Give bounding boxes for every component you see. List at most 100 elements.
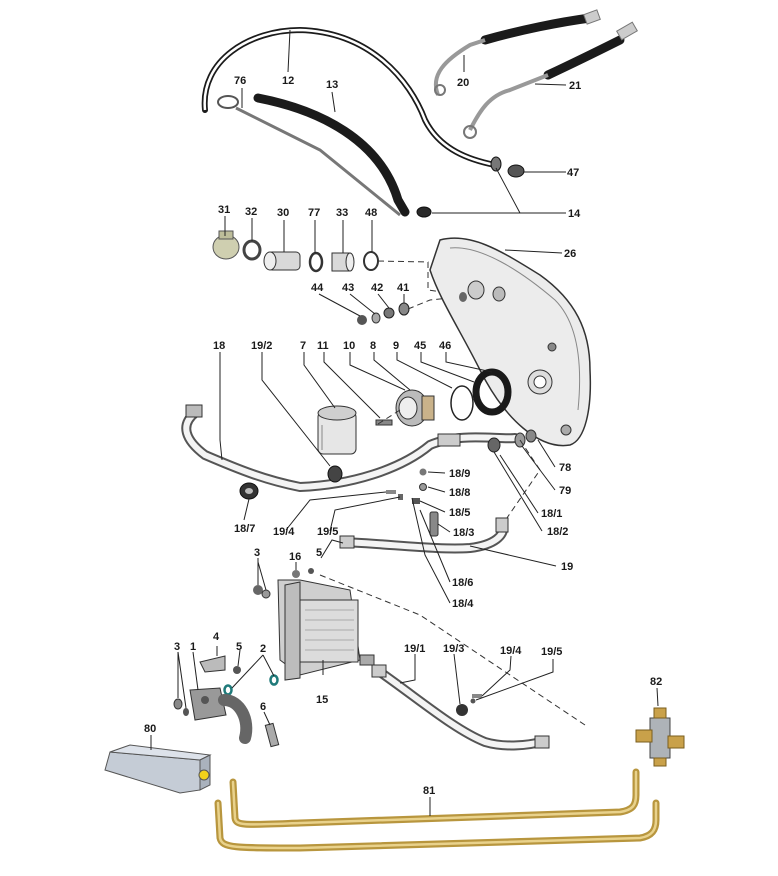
label-19-2: 19/2 — [251, 340, 272, 352]
filter-housing-8 — [395, 389, 435, 427]
nut-3a-2 — [261, 589, 271, 599]
gasket-48 — [363, 251, 379, 271]
label-18: 18 — [213, 340, 225, 352]
tube-6 — [264, 722, 280, 748]
nut-3b-2 — [183, 708, 189, 716]
label-30: 30 — [277, 207, 289, 219]
label-18-1: 18/1 — [541, 508, 562, 520]
label-19-5b: 19/5 — [541, 646, 562, 658]
bolt-19-4b — [472, 694, 482, 698]
label-3b: 3 — [174, 641, 180, 653]
part-18-8 — [419, 483, 427, 491]
label-10: 10 — [343, 340, 355, 352]
label-19-4a: 19/4 — [273, 526, 295, 538]
clamp-18-7 — [239, 482, 259, 500]
label-79: 79 — [559, 485, 571, 497]
label-44: 44 — [311, 282, 324, 294]
plate-4 — [199, 655, 226, 673]
label-19-1: 19/1 — [404, 643, 425, 655]
cooler-80 — [104, 744, 212, 794]
label-19: 19 — [561, 561, 573, 573]
label-31: 31 — [218, 204, 230, 216]
bolt-19-4a — [386, 490, 396, 494]
label-82: 82 — [650, 676, 662, 688]
dipstick-76 — [217, 95, 401, 217]
nut-3b — [173, 698, 183, 710]
thermostat-82 — [635, 707, 685, 767]
label-18-6: 18/6 — [452, 577, 473, 589]
sleeve-33 — [331, 252, 355, 272]
label-18-9: 18/9 — [449, 468, 470, 480]
label-18-2: 18/2 — [547, 526, 568, 538]
label-19-5a: 19/5 — [317, 526, 338, 538]
grommet-19-2 — [327, 465, 343, 483]
label-19-4b: 19/4 — [500, 645, 522, 657]
oil-line-19-1 — [371, 664, 550, 751]
label-11: 11 — [317, 340, 329, 352]
label-13: 13 — [326, 79, 338, 91]
washer-43 — [371, 312, 381, 324]
part-19-5a — [398, 494, 403, 500]
oil-cooler-15 — [277, 579, 375, 681]
label-1: 1 — [190, 641, 196, 653]
grommet-19-3 — [456, 704, 468, 716]
label-5a: 5 — [316, 547, 322, 559]
pump-1 — [189, 687, 253, 744]
label-16: 16 — [289, 551, 301, 563]
label-7: 7 — [300, 340, 306, 352]
label-21: 21 — [569, 80, 581, 92]
label-12: 12 — [282, 75, 294, 87]
label-76: 76 — [234, 75, 246, 87]
label-32: 32 — [245, 206, 257, 218]
label-81: 81 — [423, 785, 435, 797]
label-18-4: 18/4 — [452, 598, 474, 610]
grommet-47 — [507, 164, 525, 178]
nut-5b — [233, 666, 241, 674]
hose-13 — [253, 93, 410, 217]
label-18-8: 18/8 — [449, 487, 470, 499]
part-18-3 — [429, 511, 439, 537]
grommet-14b — [490, 156, 502, 172]
label-48: 48 — [365, 207, 377, 219]
label-6: 6 — [260, 701, 266, 713]
label-18-7: 18/7 — [234, 523, 255, 535]
label-77: 77 — [308, 207, 320, 219]
oil-filter-7 — [317, 405, 357, 455]
label-20: 20 — [457, 77, 469, 89]
hose-20 — [433, 9, 601, 96]
cap-31 — [212, 230, 240, 260]
label-46: 46 — [439, 340, 451, 352]
seal-32 — [242, 239, 262, 261]
label-19-3: 19/3 — [443, 643, 464, 655]
label-2: 2 — [260, 643, 266, 655]
label-15: 15 — [316, 694, 328, 706]
nut-42 — [383, 307, 395, 319]
label-5b: 5 — [236, 641, 242, 653]
label-47: 47 — [567, 167, 579, 179]
nut-5a — [308, 568, 314, 574]
label-8: 8 — [370, 340, 376, 352]
label-45: 45 — [414, 340, 426, 352]
filler-neck-30 — [263, 251, 301, 271]
part-18-9 — [419, 468, 427, 476]
part-labels: 12 13 76 20 21 47 14 31 32 30 77 33 48 2… — [144, 75, 662, 797]
leader-lines — [150, 29, 659, 816]
label-43: 43 — [342, 282, 354, 294]
oil-line-18 — [181, 404, 520, 493]
label-18-3: 18/3 — [453, 527, 474, 539]
oil-tank-26 — [429, 237, 592, 447]
part-18-1 — [487, 437, 501, 453]
oring-2b — [269, 674, 279, 686]
nut-78 — [525, 429, 537, 443]
label-9: 9 — [393, 340, 399, 352]
pipe-set-81 — [214, 768, 660, 852]
label-4: 4 — [213, 631, 220, 643]
label-42: 42 — [371, 282, 383, 294]
oil-line-19 — [339, 517, 509, 554]
hose-21 — [463, 21, 638, 139]
oring-9 — [450, 385, 474, 421]
nut-44 — [357, 315, 367, 325]
label-18-5: 18/5 — [449, 507, 470, 519]
oring-2a — [223, 684, 233, 696]
